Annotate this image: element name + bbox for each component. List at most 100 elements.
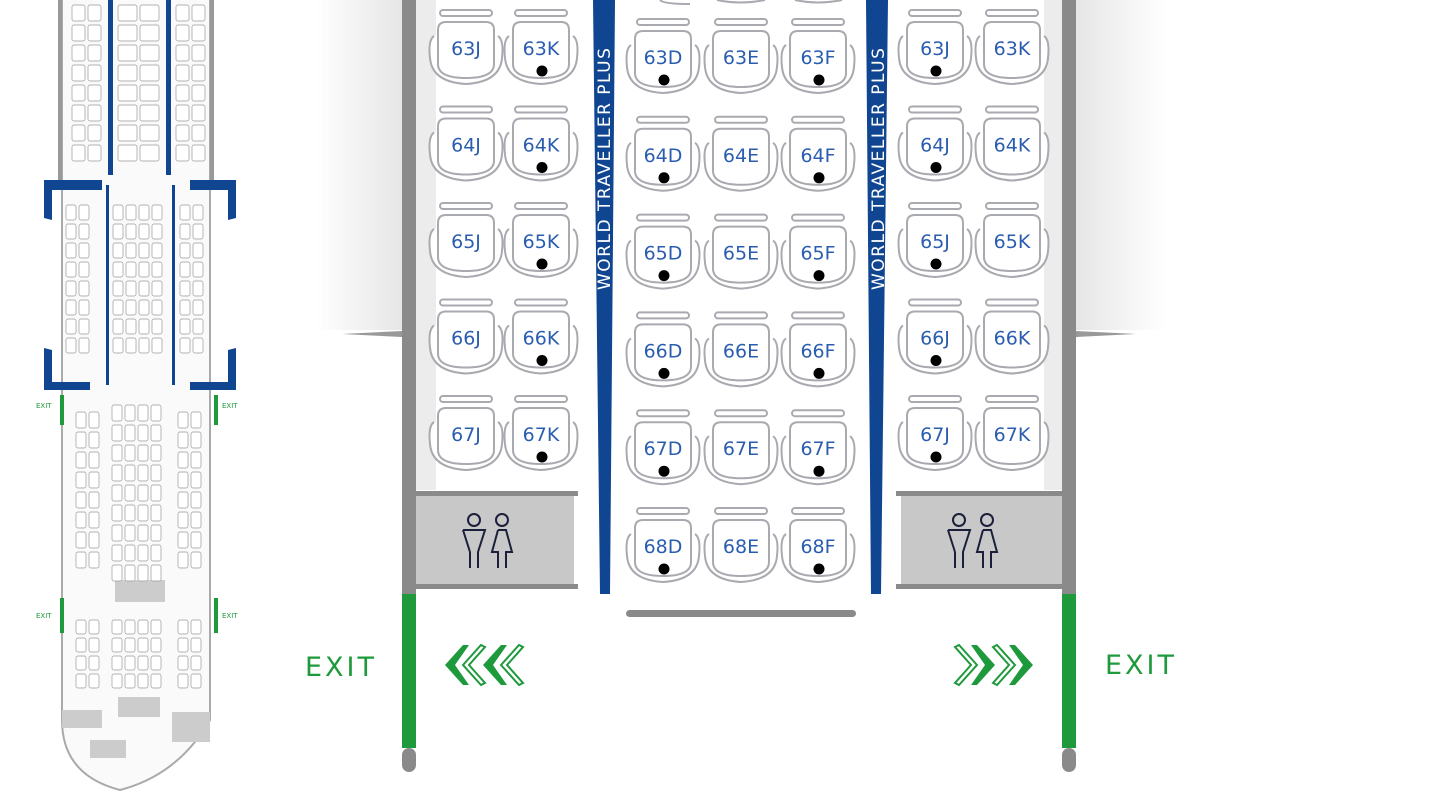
- seat-66K[interactable]: 66K: [503, 298, 579, 375]
- seat-63E[interactable]: 63E: [703, 18, 779, 95]
- mini-seat: [150, 637, 162, 653]
- seat-65J[interactable]: 65J: [897, 202, 973, 279]
- seat-65E[interactable]: 65E: [703, 213, 779, 290]
- restroom-icon: [947, 513, 999, 568]
- seat-65F[interactable]: 65F: [780, 213, 856, 290]
- mini-seat: [117, 64, 138, 82]
- mini-seat: [190, 551, 202, 569]
- mini-seat: [139, 4, 160, 22]
- seat-66E[interactable]: 66E: [703, 311, 779, 388]
- mini-seat: [151, 280, 163, 297]
- seat-65D[interactable]: 65D: [625, 213, 701, 290]
- seat-67E[interactable]: 67E: [703, 409, 779, 486]
- exit-door-left[interactable]: [402, 594, 416, 748]
- seat-68D[interactable]: 68D: [625, 507, 701, 584]
- mini-seat: [88, 471, 100, 489]
- seat-feature-dot-icon: [658, 74, 670, 86]
- mini-seat: [75, 531, 87, 549]
- mini-seat: [192, 299, 204, 316]
- seat-67J[interactable]: 67J: [897, 395, 973, 472]
- seat-66K[interactable]: 66K: [974, 298, 1050, 375]
- mini-seat: [137, 619, 149, 635]
- seat-65K[interactable]: 65K: [974, 202, 1050, 279]
- seat-feature-dot-icon: [658, 465, 670, 477]
- mini-seat: [75, 619, 87, 635]
- mini-seat: [151, 337, 163, 354]
- mini-seat: [150, 619, 162, 635]
- lavatory-right[interactable]: [896, 491, 1062, 589]
- seat-63D[interactable]: 63D: [625, 18, 701, 95]
- seat-63K[interactable]: 63K: [974, 9, 1050, 86]
- seat-63K[interactable]: 63K: [503, 9, 579, 86]
- mini-seat: [112, 204, 124, 221]
- mini-seat: [111, 544, 123, 562]
- mini-seat: [75, 673, 87, 689]
- mini-seat: [138, 318, 150, 335]
- seat-66J[interactable]: 66J: [428, 298, 504, 375]
- seat-label: 65D: [644, 243, 683, 265]
- seat-63J[interactable]: 63J: [428, 9, 504, 86]
- mini-exit-label: EXIT: [222, 402, 238, 410]
- mini-seat: [179, 242, 191, 259]
- seat-66J[interactable]: 66J: [897, 298, 973, 375]
- seat-68E[interactable]: 68E: [703, 507, 779, 584]
- mini-seat: [124, 504, 136, 522]
- mini-seat: [71, 64, 86, 82]
- seat-66F[interactable]: 66F: [780, 311, 856, 388]
- seat-67D[interactable]: 67D: [625, 409, 701, 486]
- mini-seat: [175, 84, 190, 102]
- mini-seat: [138, 299, 150, 316]
- mini-seat: [78, 337, 90, 354]
- seat-67K[interactable]: 67K: [974, 395, 1050, 472]
- mini-seat: [179, 299, 191, 316]
- mini-seat: [88, 511, 100, 529]
- seat-64F[interactable]: 64F: [780, 115, 856, 192]
- mini-seat: [124, 404, 136, 422]
- seat-64J[interactable]: 64J: [897, 105, 973, 182]
- seat-feature-dot-icon: [536, 162, 548, 173]
- mini-seat: [191, 144, 206, 162]
- seat-64J[interactable]: 64J: [428, 105, 504, 182]
- seat-65J[interactable]: 65J: [428, 202, 504, 279]
- mini-seat: [177, 655, 189, 671]
- seat-63F[interactable]: 63F: [780, 18, 856, 95]
- mini-seat: [179, 337, 191, 354]
- seat-67J[interactable]: 67J: [428, 395, 504, 472]
- seat-64D[interactable]: 64D: [625, 115, 701, 192]
- mini-seat: [137, 655, 149, 671]
- mini-seat: [124, 464, 136, 482]
- seat-68F[interactable]: 68F: [780, 507, 856, 584]
- seat-feature-dot-icon: [813, 563, 825, 575]
- seat-66D[interactable]: 66D: [625, 311, 701, 388]
- seat-67F[interactable]: 67F: [780, 409, 856, 486]
- seat-65K[interactable]: 65K: [503, 202, 579, 279]
- mini-seat: [175, 44, 190, 62]
- seat-64E[interactable]: 64E: [703, 115, 779, 192]
- wall-right: [1062, 0, 1076, 600]
- seat-label: 67K: [994, 424, 1031, 446]
- mini-seat: [137, 544, 149, 562]
- mini-seat: [175, 124, 190, 142]
- seat-64K[interactable]: 64K: [974, 105, 1050, 182]
- mini-seat: [179, 318, 191, 335]
- aircraft-minimap[interactable]: EXIT EXIT EXIT EXIT: [36, 0, 238, 792]
- mini-seat: [179, 261, 191, 278]
- mini-seat: [87, 44, 102, 62]
- mini-seat: [71, 104, 86, 122]
- mini-seat: [137, 637, 149, 653]
- mini-seat: [190, 431, 202, 449]
- mini-seat: [112, 299, 124, 316]
- seat-label: 65E: [723, 243, 759, 265]
- mini-seat: [138, 223, 150, 240]
- mini-seat: [124, 564, 136, 582]
- mini-seat: [137, 673, 149, 689]
- lavatory-left[interactable]: [416, 491, 578, 589]
- mini-seat: [139, 24, 160, 42]
- cabin-band-left: [593, 0, 615, 594]
- mini-seat: [191, 44, 206, 62]
- seat-63J[interactable]: 63J: [897, 9, 973, 86]
- mini-seat: [175, 4, 190, 22]
- seat-64K[interactable]: 64K: [503, 105, 579, 182]
- seat-67K[interactable]: 67K: [503, 395, 579, 472]
- exit-door-right[interactable]: [1062, 594, 1076, 748]
